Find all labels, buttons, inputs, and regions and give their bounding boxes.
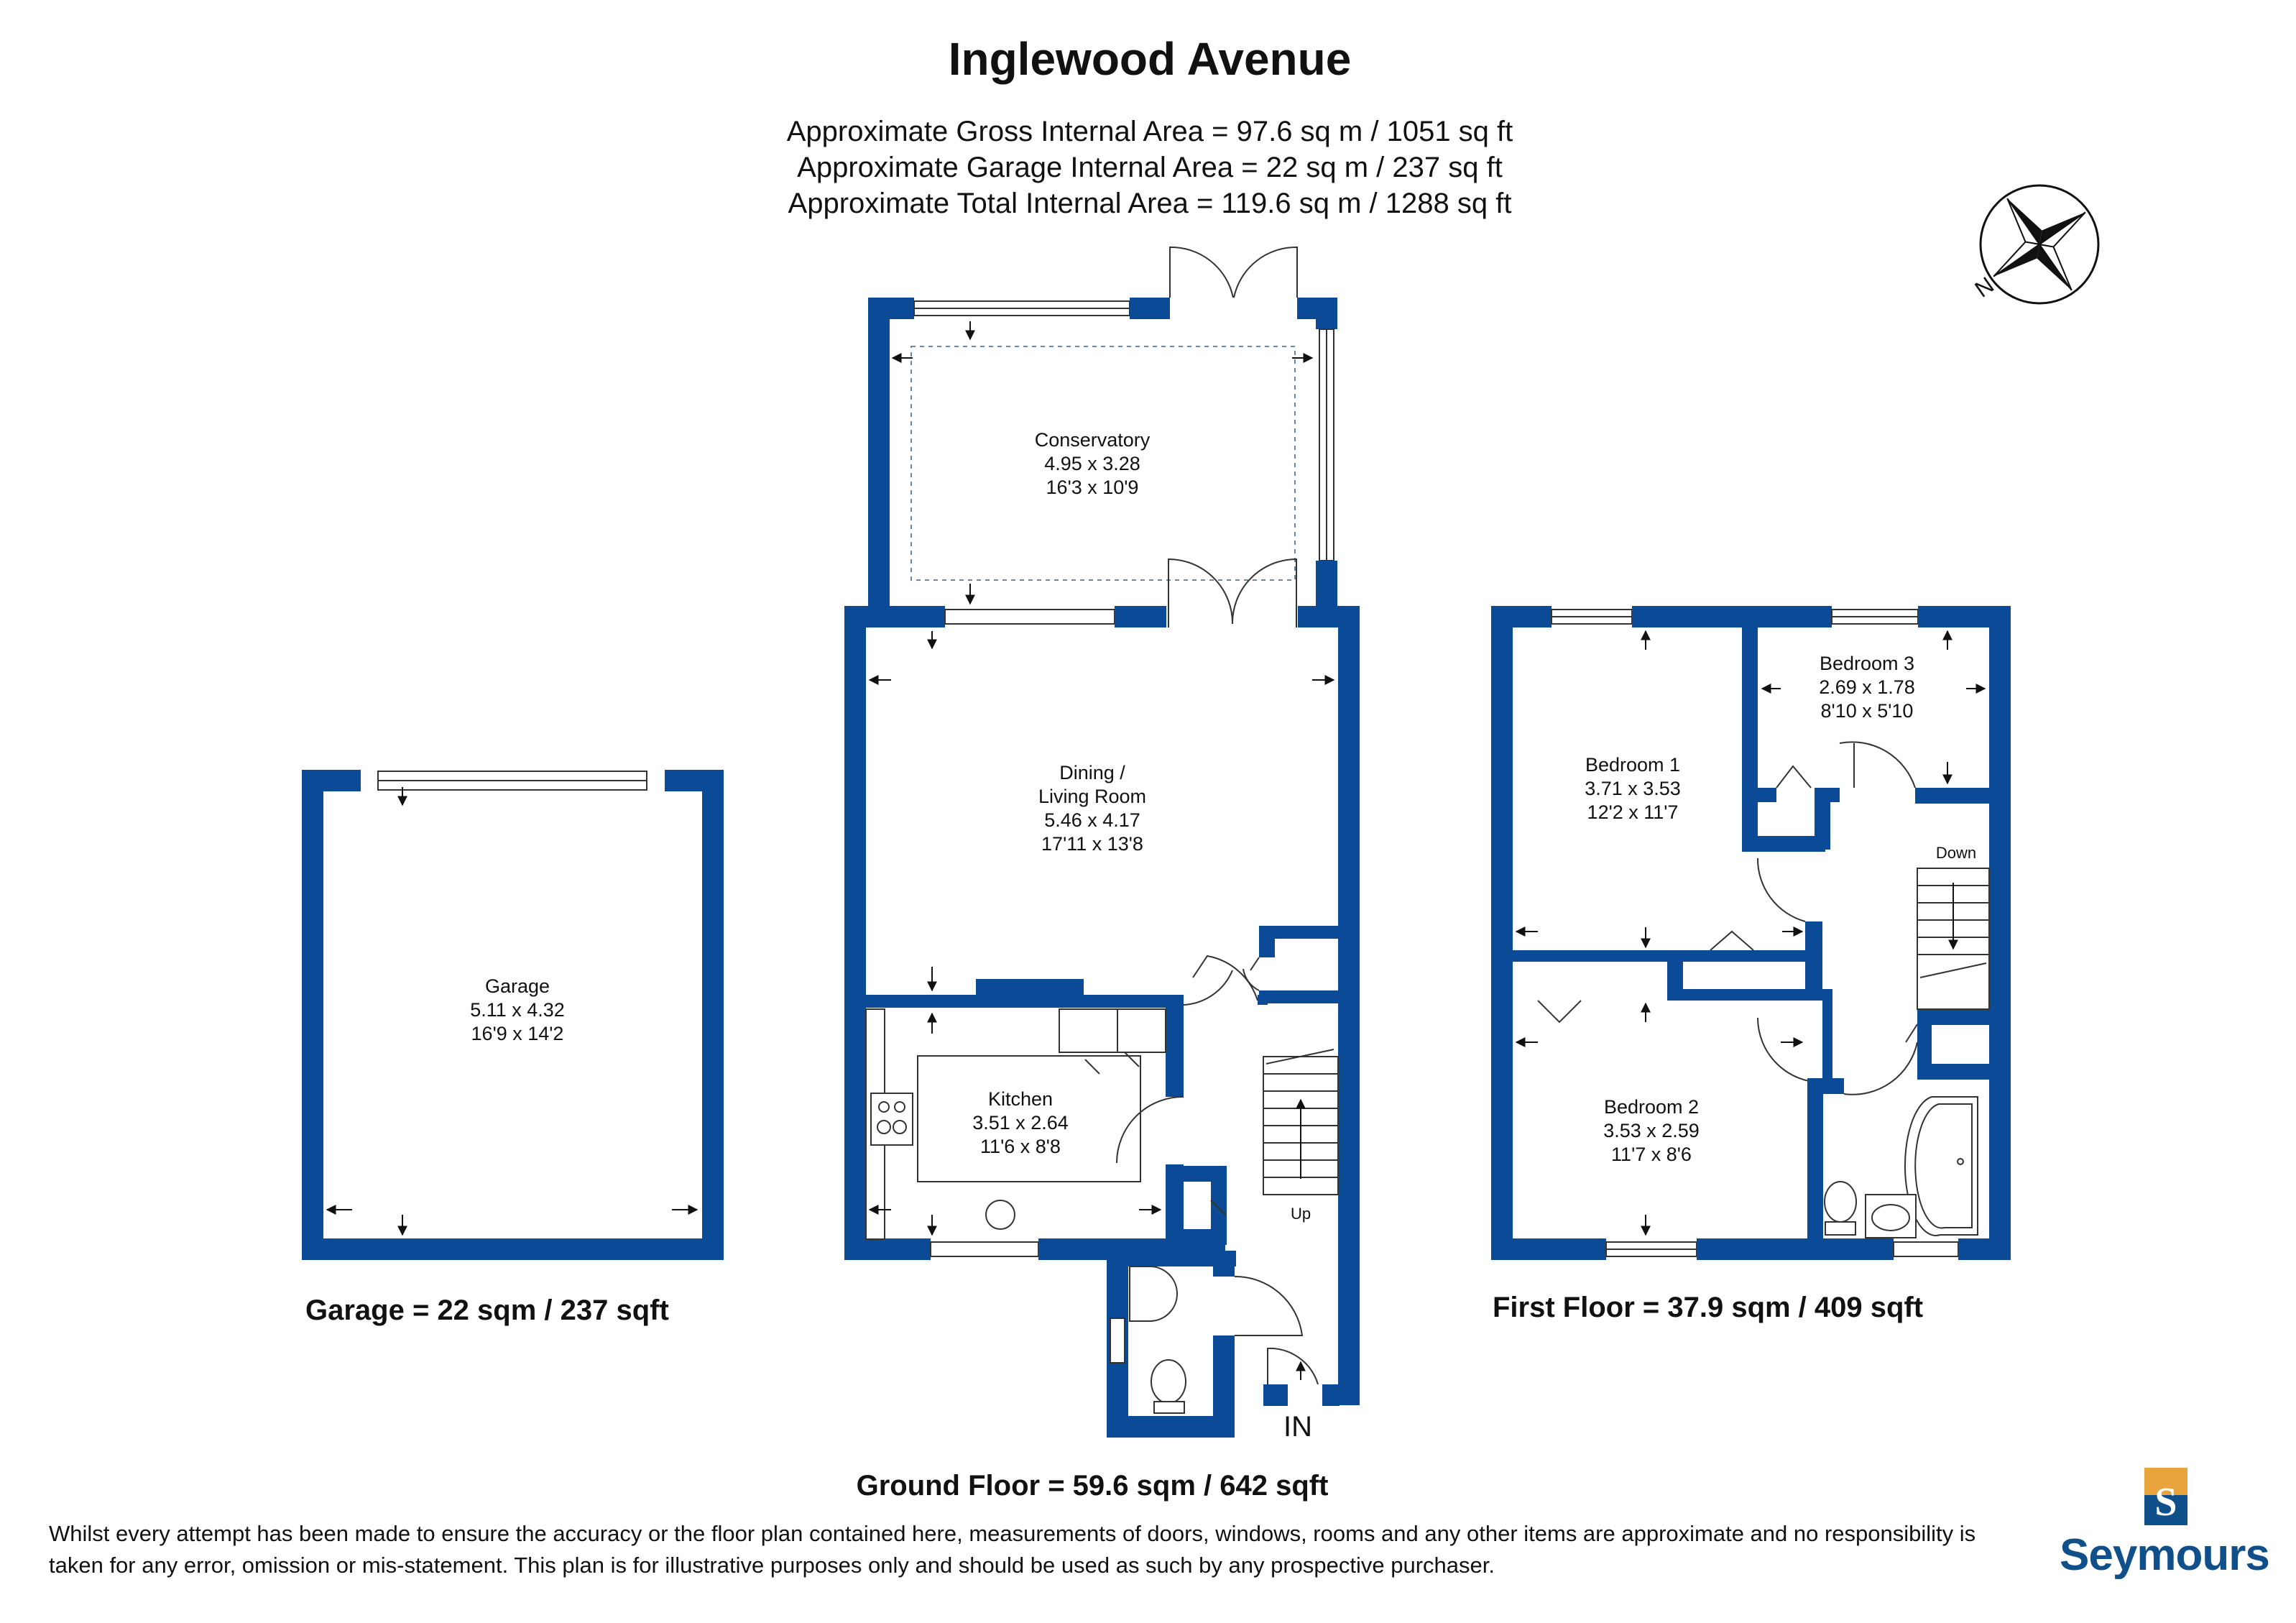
- garage-room-metric: 5.11 x 4.32: [470, 999, 565, 1021]
- dining-room-imperial: 17'11 x 13'8: [1041, 833, 1143, 855]
- garage-area-text: Approximate Garage Internal Area = 22 sq…: [797, 152, 1503, 183]
- dining-room-name-line2: Living Room: [1038, 786, 1146, 807]
- bedroom3-room-name: Bedroom 3: [1820, 653, 1914, 674]
- kitchen-room-metric: 3.51 x 2.64: [972, 1112, 1069, 1134]
- bedroom1-room-metric: 3.71 x 3.53: [1585, 778, 1681, 799]
- garage-room-imperial: 16'9 x 14'2: [471, 1023, 564, 1044]
- conservatory-room-imperial: 16'3 x 10'9: [1046, 477, 1139, 498]
- disclaimer-text: Whilst every attempt has been made to en…: [49, 1521, 1976, 1578]
- first-floor-plan: [1491, 606, 2011, 1260]
- stairs-down-label: Down: [1936, 844, 1976, 862]
- gross-area-text: Approximate Gross Internal Area = 97.6 s…: [787, 116, 1513, 147]
- garage-floor-caption: Garage = 22 sqm / 237 sqft: [305, 1295, 669, 1326]
- logo-letter: S: [2154, 1480, 2177, 1525]
- bedroom2-room-name: Bedroom 2: [1604, 1096, 1699, 1118]
- bedroom3-room-imperial: 8'10 x 5'10: [1821, 700, 1914, 722]
- kitchen-room-imperial: 11'6 x 8'8: [980, 1136, 1061, 1157]
- brand-name: Seymours: [2060, 1530, 2270, 1580]
- conservatory-room-metric: 4.95 x 3.28: [1044, 453, 1140, 474]
- kitchen-room-name: Kitchen: [988, 1088, 1053, 1110]
- stairs-up-label: Up: [1291, 1205, 1311, 1223]
- ground-floor-plan: [844, 246, 1360, 1438]
- seymours-logo-icon: S: [2144, 1468, 2187, 1525]
- compass-icon: N: [1970, 184, 2100, 305]
- garage-plan: [302, 770, 724, 1260]
- bedroom2-room-imperial: 11'7 x 8'6: [1611, 1144, 1692, 1165]
- first-floor-caption: First Floor = 37.9 sqm / 409 sqft: [1493, 1292, 1923, 1323]
- ground-floor-caption: Ground Floor = 59.6 sqm / 642 sqft: [857, 1470, 1329, 1502]
- bedroom3-room-metric: 2.69 x 1.78: [1819, 676, 1915, 698]
- dining-room-name: Dining /: [1059, 762, 1125, 783]
- dining-room-metric: 5.46 x 4.17: [1044, 809, 1140, 831]
- bedroom1-room-imperial: 12'2 x 11'7: [1587, 801, 1679, 823]
- garage-room-name: Garage: [485, 975, 550, 997]
- bedroom1-room-name: Bedroom 1: [1585, 754, 1680, 776]
- total-area-text: Approximate Total Internal Area = 119.6 …: [788, 188, 1512, 219]
- entry-label: IN: [1283, 1411, 1312, 1443]
- bedroom2-room-metric: 3.53 x 2.59: [1603, 1120, 1700, 1141]
- page-title: Inglewood Avenue: [949, 33, 1352, 85]
- conservatory-room-name: Conservatory: [1035, 429, 1151, 451]
